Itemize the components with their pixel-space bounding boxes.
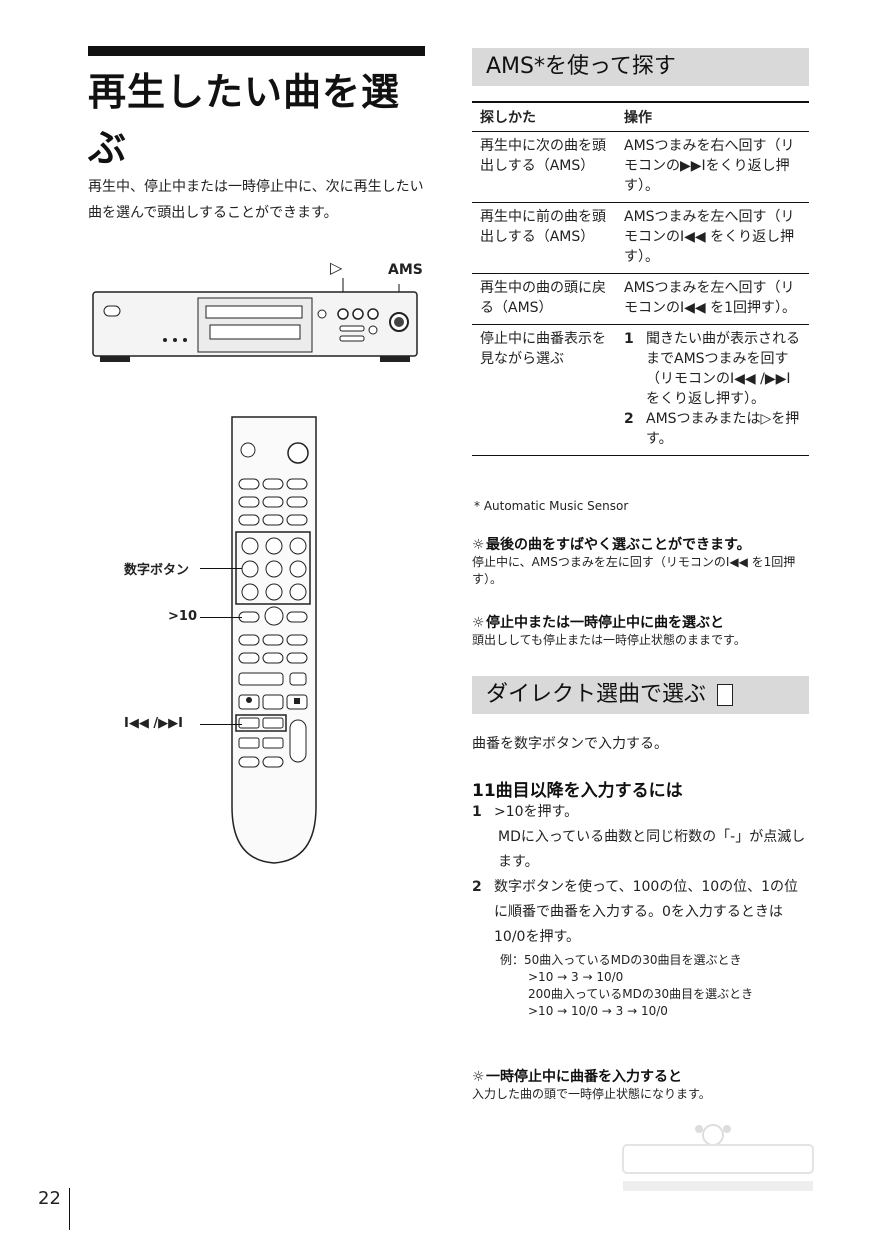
tip-title: 最後の曲をすばやく選ぶことができます。: [486, 537, 751, 553]
step-number: 2: [472, 879, 482, 895]
tip-body: 停止中に、AMSつまみを左に回す（リモコンのI◀◀ を1回押す）。: [472, 555, 796, 586]
title-bar: [88, 46, 425, 56]
skip-label: I◀◀ /▶▶I: [124, 716, 183, 731]
direct-heading-text: ダイレクト選曲で選ぶ: [486, 682, 707, 707]
step-note: MDに入っている曲数と同じ桁数の「-」が点滅します。: [498, 829, 806, 870]
page-number: 22: [38, 1188, 61, 1209]
operation-cell: AMSつまみを左へ回す（リモコンのI◀◀ を1回押す）。: [616, 273, 809, 325]
callout-line: [200, 617, 242, 618]
gt10-label: >10: [168, 609, 197, 624]
operation-cell: AMSつまみを左へ回す（リモコンのI◀◀ をくり返し押す）。: [616, 202, 809, 274]
table-row: 再生中に次の曲を頭出しする（AMS） AMSつまみを右へ回す（リモコンの▶▶Iを…: [472, 131, 809, 203]
example-sequence: >10 → 3 → 10/0: [528, 970, 624, 984]
table-row: 再生中に前の曲を頭出しする（AMS） AMSつまみを左へ回す（リモコンのI◀◀ …: [472, 202, 809, 274]
example-sequence: >10 → 10/0 → 3 → 10/0: [528, 1004, 668, 1018]
step-text: >10を押す。: [494, 804, 579, 820]
operation-cell: AMSつまみを右へ回す（リモコンの▶▶Iをくり返し押す）。: [616, 131, 809, 203]
ams-table: 探しかた 操作 再生中に次の曲を頭出しする（AMS） AMSつまみを右へ回す（リ…: [472, 101, 809, 456]
play-symbol-label: ▷: [330, 258, 343, 277]
page-number-rule: [69, 1188, 70, 1230]
lightbulb-icon: ☼: [472, 1069, 485, 1085]
intro-text: 再生中、停止中または一時停止中に、次に再生したい曲を選んで頭出しすることができま…: [88, 179, 424, 221]
watermark-logo: [622, 1124, 814, 1191]
page-title: 再生したい曲を選ぶ: [88, 70, 401, 170]
how-cell: 再生中に前の曲を頭出しする（AMS）: [472, 202, 616, 274]
table-row: 停止中に曲番表示を見ながら選ぶ 1 聞きたい曲が表示されるまでAMSつまみを回す…: [472, 324, 809, 456]
example-label: 例：50曲入っているMDの30曲目を選ぶとき: [500, 953, 742, 967]
number-buttons-label: 数字ボタン: [124, 563, 190, 578]
tip-block: ☼一時停止中に曲番を入力すると 入力した曲の頭で一時停止状態になります。: [472, 1066, 812, 1103]
step-text: AMSつまみまたは▷を押す。: [646, 411, 800, 447]
tip-block: ☼停止中または一時停止中に曲を選ぶと 頭出ししても停止または一時停止状態のままで…: [472, 612, 812, 649]
direct-section-heading: ダイレクト選曲で選ぶ: [472, 676, 809, 714]
how-cell: 停止中に曲番表示を見ながら選ぶ: [472, 324, 616, 456]
tip-title: 一時停止中に曲番を入力すると: [486, 1069, 682, 1085]
md-deck-illustration: [92, 278, 418, 362]
operation-cell: 1 聞きたい曲が表示されるまでAMSつまみを回す（リモコンのI◀◀ /▶▶Iをく…: [616, 324, 809, 456]
ams-section-heading: AMS*を使って探す: [472, 48, 809, 86]
step-number: 1: [624, 331, 634, 347]
tip-body: 入力した曲の頭で一時停止状態になります。: [472, 1087, 711, 1101]
example-label: 200曲入っているMDの30曲目を選ぶとき: [528, 987, 754, 1001]
direct-steps: 1 >10を押す。 MDに入っている曲数と同じ桁数の「-」が点滅します。 2 数字…: [472, 800, 812, 950]
tip-block: ☼最後の曲をすばやく選ぶことができます。 停止中に、AMSつまみを左に回す（リモ…: [472, 534, 812, 588]
how-cell: 再生中に次の曲を頭出しする（AMS）: [472, 131, 616, 203]
direct-intro: 曲番を数字ボタンで入力する。: [472, 736, 668, 752]
callout-line: [200, 568, 242, 569]
step-item: 1 聞きたい曲が表示されるまでAMSつまみを回す（リモコンのI◀◀ /▶▶Iをく…: [624, 329, 801, 409]
step-number: 2: [624, 411, 634, 427]
col-header-operation: 操作: [616, 101, 809, 132]
lightbulb-icon: ☼: [472, 537, 485, 553]
remote-control-illustration: [231, 416, 317, 864]
callout-line: [200, 724, 242, 725]
ams-label: AMS: [388, 262, 423, 278]
remote-icon: [717, 684, 734, 706]
step-text: 数字ボタンを使って、100の位、10の位、1の位に順番で曲番を入力する。0を入力…: [494, 879, 799, 945]
step-item: 2 AMSつまみまたは▷を押す。: [624, 409, 801, 449]
col-header-how: 探しかた: [472, 101, 616, 132]
footnote: * Automatic Music Sensor: [474, 499, 629, 513]
how-cell: 再生中の曲の頭に戻る（AMS）: [472, 273, 616, 325]
lightbulb-icon: ☼: [472, 615, 485, 631]
step-text: 聞きたい曲が表示されるまでAMSつまみを回す（リモコンのI◀◀ /▶▶Iをくり返…: [646, 331, 800, 407]
table-row: 再生中の曲の頭に戻る（AMS） AMSつまみを左へ回す（リモコンのI◀◀ を1回…: [472, 273, 809, 325]
tip-title: 停止中または一時停止中に曲を選ぶと: [486, 615, 724, 631]
example-block: 例：50曲入っているMDの30曲目を選ぶとき >10 → 3 → 10/0 20…: [500, 952, 805, 1020]
tip-body: 頭出ししても停止または一時停止状態のままです。: [472, 633, 746, 647]
step-number: 1: [472, 804, 482, 820]
direct-sub-heading: 11曲目以降を入力するには: [472, 781, 683, 801]
